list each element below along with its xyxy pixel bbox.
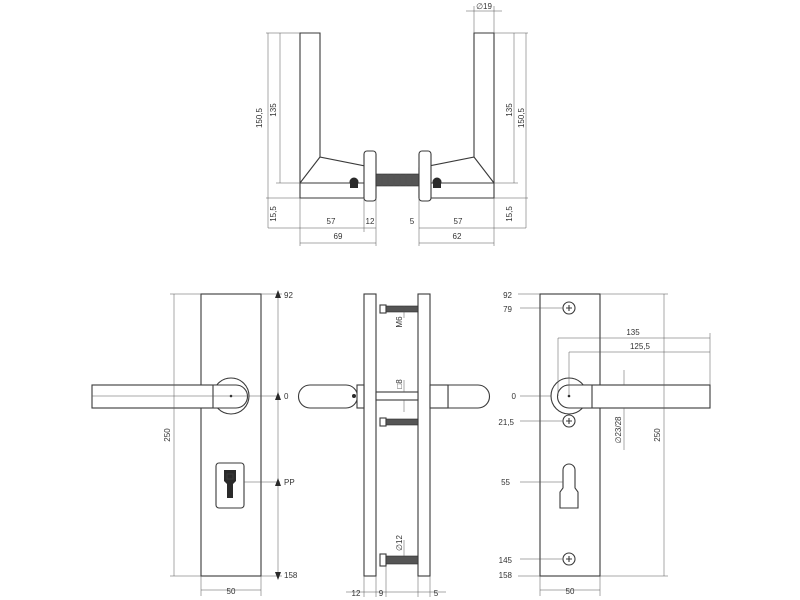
top-right-diameter: ∅19: [476, 2, 492, 11]
front-right-mark-79: 79: [503, 305, 512, 314]
side-left-grub: [352, 394, 356, 398]
side-left-neck: [356, 384, 365, 409]
right-lever-bevel: [473, 156, 495, 184]
top-right-height-upper: 135: [505, 103, 514, 117]
side-view: [298, 293, 490, 577]
side-right-neck: [429, 384, 449, 409]
side-dim-b: 9: [379, 589, 384, 598]
side-left-lever: [298, 384, 358, 409]
front-right-mark-0: 0: [512, 392, 517, 401]
front-right-screw-top-cross: [566, 305, 572, 311]
front-left-dimension-lines: [170, 293, 282, 596]
front-left-keyhole-inner: [226, 473, 234, 480]
front-right-screw-mid-cross: [566, 418, 572, 424]
front-right-view: [539, 293, 711, 577]
top-right-height-total: 150,5: [517, 107, 526, 128]
front-right-mark-55: 55: [501, 478, 510, 487]
top-right-length-grip: 57: [454, 217, 463, 226]
top-left-rose-width: 12: [366, 217, 375, 226]
front-right-mark-158: 158: [499, 571, 513, 580]
top-left-height-total: 150,5: [255, 107, 264, 128]
right-rose: [418, 150, 432, 202]
front-right-mark-21-5: 21,5: [498, 418, 514, 427]
front-right-plate: [539, 293, 601, 577]
top-view-right-lever: [418, 32, 495, 202]
top-right-length-total: 62: [453, 232, 462, 241]
left-rose: [363, 150, 377, 202]
front-left-top-mark: 92: [284, 291, 293, 300]
front-left-height: 250: [163, 428, 172, 442]
top-view-left-lever: [299, 32, 377, 202]
front-right-len-135: 135: [626, 328, 640, 337]
top-left-height-base: 15,5: [269, 206, 278, 222]
top-left-height-upper: 135: [269, 103, 278, 117]
front-left-width: 50: [227, 587, 236, 596]
front-left-zero-mark: 0: [284, 392, 289, 401]
side-right-lever: [447, 384, 490, 409]
side-dim-a: 12: [352, 589, 361, 598]
front-right-width: 50: [566, 587, 575, 596]
side-pin-label: ∅12: [395, 535, 404, 551]
top-left-length-total: 69: [334, 232, 343, 241]
spindle-bar: [375, 173, 421, 187]
front-right-screw-bottom-cross: [566, 556, 572, 562]
side-left-plate: [363, 293, 377, 577]
side-mid-bolt-thread: [385, 418, 419, 426]
front-right-mark-145: 145: [499, 556, 513, 565]
front-right-diameter: ∅23/28: [614, 416, 623, 444]
front-left-plate: [200, 293, 262, 577]
front-right-lever-end: [557, 384, 593, 409]
front-right-mark-92: 92: [503, 291, 512, 300]
side-bottom-bolt-head: [379, 553, 387, 567]
side-square-label: □8: [395, 379, 404, 389]
top-view-spindle: [375, 173, 421, 187]
front-right-height: 250: [653, 428, 662, 442]
top-left-length-grip: 57: [327, 217, 336, 226]
side-bottom-bolt-thread: [385, 555, 419, 565]
front-right-cylinder-cutout: [559, 463, 579, 509]
front-left-view: [91, 293, 280, 577]
side-right-plate: [417, 293, 431, 577]
side-view-dimension-lines: [346, 306, 446, 597]
top-right-height-base: 15,5: [505, 206, 514, 222]
side-dim-c: 5: [434, 589, 439, 598]
front-left-bottom-mark: 158: [284, 571, 298, 580]
side-top-bolt-head: [379, 304, 387, 314]
side-thread-label: M6: [395, 316, 404, 328]
top-view-dimension-lines: [266, 6, 528, 246]
side-mid-bolt-head: [379, 417, 387, 427]
left-lever-bevel: [299, 156, 321, 184]
front-left-pp-mark: PP: [284, 478, 295, 487]
left-grub-screw-body: [350, 183, 358, 188]
right-grub-screw-body: [433, 183, 441, 188]
side-spindle: [375, 391, 419, 401]
side-top-bolt-thread: [385, 305, 419, 313]
top-right-gap: 5: [410, 217, 415, 226]
front-right-dimension-lines: [518, 293, 711, 596]
front-right-len-125-5: 125,5: [630, 342, 651, 351]
